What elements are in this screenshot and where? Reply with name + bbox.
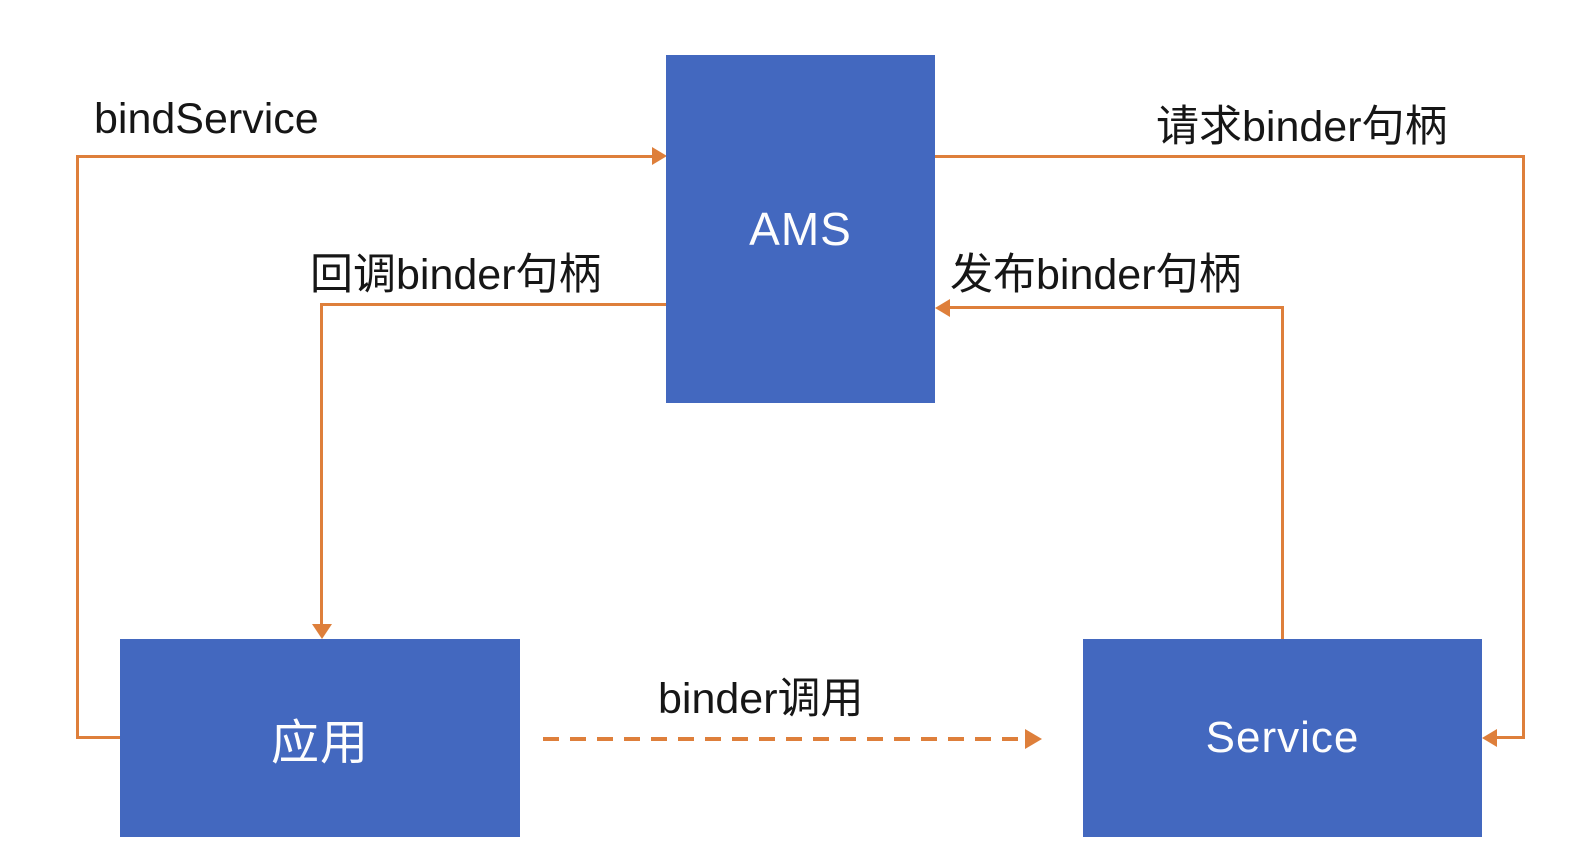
edge-label-bindservice: bindService (94, 95, 319, 143)
callback-binder-arrowhead-icon (312, 624, 332, 639)
edge-binder-call-dashed-line (543, 737, 1025, 741)
edge-bindservice-segment-horizontal (76, 155, 653, 158)
edge-bindservice-segment-to-app (76, 736, 122, 739)
node-ams-label: AMS (749, 203, 852, 255)
edge-label-publish-binder: 发布binder句柄 (950, 251, 1242, 299)
edge-bindservice-segment-vertical (76, 155, 79, 739)
bindservice-arrowhead-icon (652, 147, 667, 165)
node-service: Service (1083, 639, 1482, 837)
request-binder-arrowhead-icon (1482, 729, 1497, 747)
edge-request-binder-segment-horizontal (935, 155, 1525, 158)
edge-callback-binder-segment-vertical (320, 303, 323, 625)
binder-call-arrowhead-icon (1025, 729, 1042, 749)
node-app: 应用 (120, 639, 520, 837)
node-service-label: Service (1205, 713, 1360, 762)
node-app-label: 应用 (270, 717, 369, 770)
edge-request-binder-segment-to-service (1497, 736, 1525, 739)
node-ams: AMS (666, 55, 935, 403)
edge-label-request-binder: 请求binder句柄 (1156, 103, 1448, 151)
edge-callback-binder-segment-horizontal (320, 303, 666, 306)
edge-publish-binder-segment-horizontal (950, 306, 1284, 309)
edge-label-binder-call: binder调用 (658, 675, 864, 723)
edge-label-callback-binder: 回调binder句柄 (310, 251, 602, 299)
edge-publish-binder-segment-vertical (1281, 306, 1284, 639)
publish-binder-arrowhead-icon (935, 299, 950, 317)
edge-request-binder-segment-vertical (1522, 155, 1525, 738)
